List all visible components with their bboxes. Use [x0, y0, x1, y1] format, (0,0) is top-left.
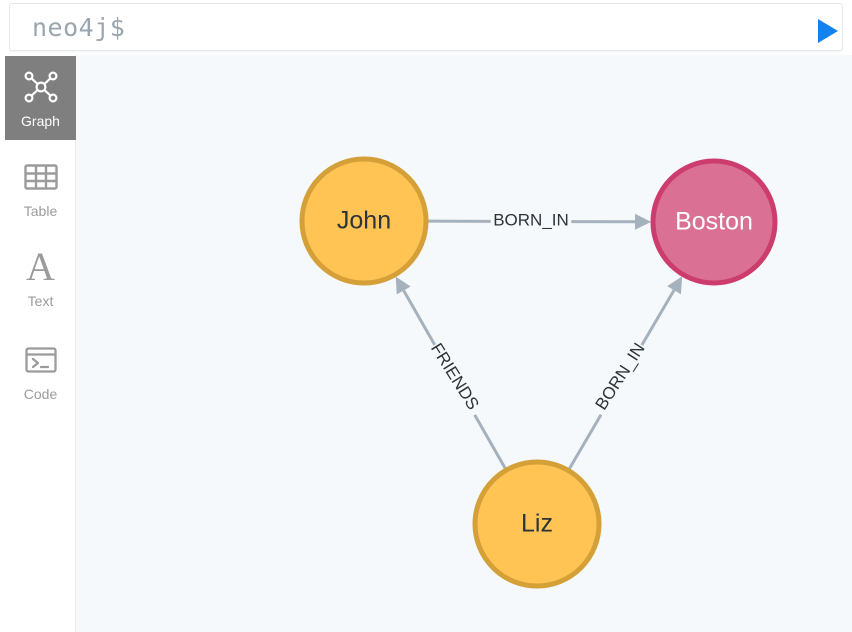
relationship-labels-layer: BORN_IN FRIENDS BORN_IN	[427, 210, 649, 413]
node-circle[interactable]	[472, 459, 602, 589]
sidebar-item-table[interactable]: Table	[5, 146, 76, 230]
relationships-layer	[395, 213, 683, 471]
relationship-line	[402, 289, 437, 346]
graph-node-john[interactable]: John	[299, 156, 429, 286]
sidebar-item-graph[interactable]: Graph	[5, 56, 76, 140]
sidebar-item-code-label: Code	[23, 386, 58, 402]
graph-node-boston[interactable]: Boston	[650, 158, 778, 286]
relationship-type-label: FRIENDS	[427, 340, 483, 413]
relationship-line	[640, 289, 676, 346]
play-icon	[818, 19, 838, 43]
table-grid-icon	[23, 157, 59, 197]
relationship-arrowhead	[634, 213, 652, 230]
query-input[interactable]	[130, 14, 770, 42]
relationship-liz-friends-john[interactable]	[395, 276, 508, 471]
graph-nodes-icon	[22, 67, 60, 107]
relationship-liz-born-in-boston[interactable]	[567, 276, 683, 471]
sidebar-item-text-label: Text	[27, 293, 54, 309]
relationship-arrowhead	[667, 276, 683, 295]
sidebar-item-table-label: Table	[23, 203, 58, 219]
letter-a-icon: A	[26, 247, 55, 287]
view-mode-sidebar: Graph Table A Text	[0, 55, 76, 632]
query-editor-bar: neo4j$	[0, 0, 852, 55]
node-circle[interactable]	[299, 156, 429, 286]
relationship-type-label: BORN_IN	[493, 210, 569, 229]
run-query-button[interactable]	[810, 14, 846, 48]
sidebar-item-graph-label: Graph	[21, 113, 60, 129]
editor-prompt-label: neo4j$	[32, 13, 126, 42]
sidebar-item-code[interactable]: Code	[5, 329, 76, 413]
relationship-type-label: BORN_IN	[592, 340, 649, 414]
relationship-john-born-in-boston[interactable]	[426, 213, 652, 230]
relationship-line	[567, 413, 603, 471]
graph-node-liz[interactable]: Liz	[472, 459, 602, 589]
relationship-arrowhead	[395, 276, 411, 295]
letter-a-glyph: A	[26, 244, 55, 289]
query-editor-frame[interactable]: neo4j$	[9, 3, 843, 51]
relationship-line	[473, 414, 508, 471]
node-circle[interactable]	[650, 158, 778, 286]
sidebar-item-text[interactable]: A Text	[5, 236, 76, 320]
terminal-icon	[24, 340, 58, 380]
